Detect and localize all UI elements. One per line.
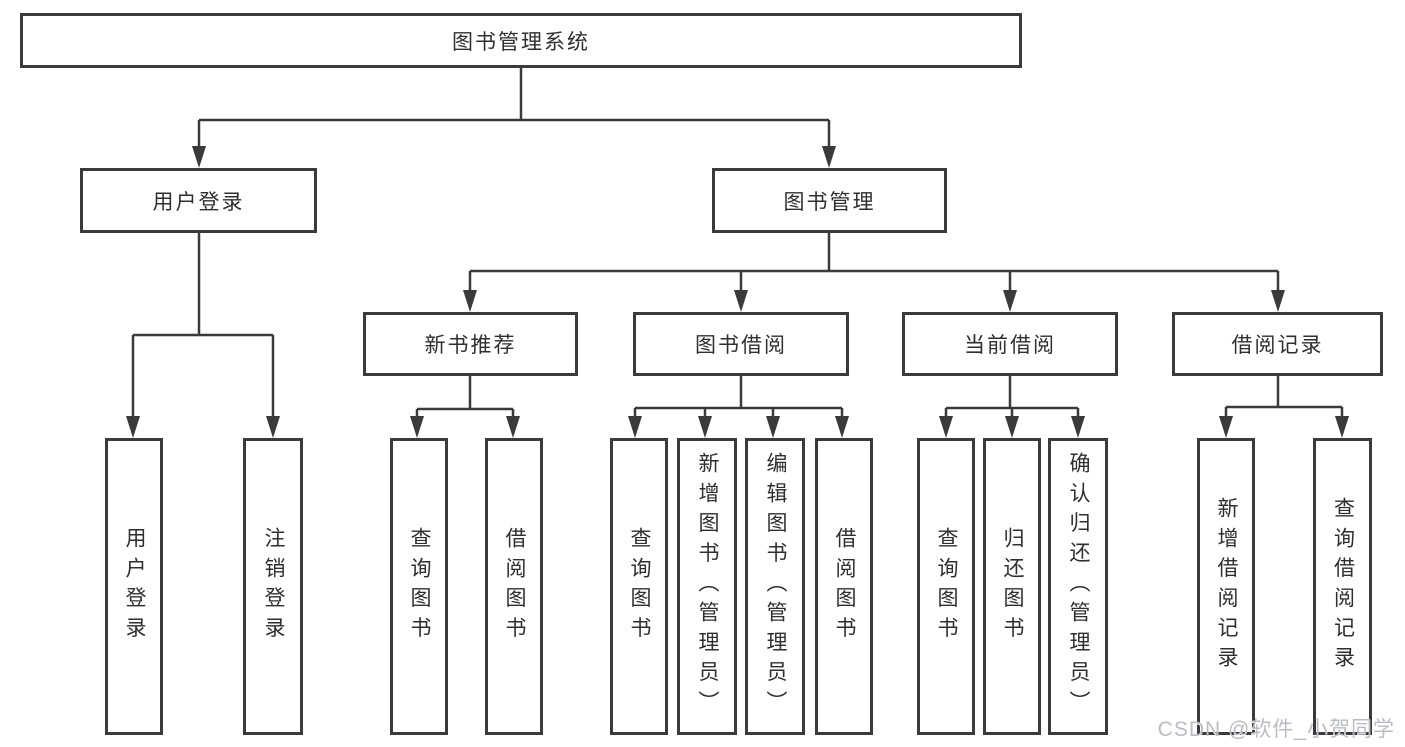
leaf-query-books-recommend: 查询图书 xyxy=(390,438,448,735)
arrowhead xyxy=(266,416,280,438)
node-library-management-system: 图书管理系统 xyxy=(20,13,1022,68)
node-book-management: 图书管理 xyxy=(712,168,947,233)
leaf-edit-books-admin: 编辑图书（管理员） xyxy=(745,438,805,735)
arrowhead xyxy=(506,416,520,438)
leaf-return-books: 归还图书 xyxy=(983,438,1041,735)
leaf-user-login: 用户登录 xyxy=(105,438,163,735)
leaf-borrow-books: 借阅图书 xyxy=(815,438,873,735)
arrowhead xyxy=(1005,416,1019,438)
arrowhead xyxy=(192,146,206,168)
connector-new-book-recommend xyxy=(415,376,515,418)
arrowhead xyxy=(1071,416,1085,438)
connector-user-login xyxy=(131,233,275,418)
arrowhead xyxy=(734,290,748,312)
node-current-borrow: 当前借阅 xyxy=(902,312,1118,376)
arrowhead xyxy=(766,416,780,438)
arrowhead xyxy=(822,146,836,168)
node-borrow-records: 借阅记录 xyxy=(1172,312,1383,376)
leaf-query-borrow-record: 查询借阅记录 xyxy=(1313,438,1372,735)
arrowhead xyxy=(1271,290,1285,312)
leaf-query-books-current: 查询图书 xyxy=(917,438,975,735)
leaf-borrow-books-recommend: 借阅图书 xyxy=(485,438,543,735)
connector-book-management xyxy=(468,233,1280,292)
arrowhead xyxy=(410,416,424,438)
arrowhead xyxy=(1003,290,1017,312)
node-book-borrow: 图书借阅 xyxy=(633,312,849,376)
arrowhead xyxy=(698,416,712,438)
arrowhead xyxy=(1219,416,1233,438)
leaf-confirm-return-admin: 确认归还（管理员） xyxy=(1048,438,1108,735)
connector-root xyxy=(197,68,831,148)
arrowhead xyxy=(628,416,642,438)
arrowhead xyxy=(835,416,849,438)
arrowhead xyxy=(1335,416,1349,438)
connector-current-borrow xyxy=(944,376,1080,418)
connector-borrow-records xyxy=(1224,376,1344,418)
connector-book-borrow xyxy=(633,376,844,418)
leaf-add-books-admin: 新增图书（管理员） xyxy=(677,438,737,735)
leaf-query-books-borrow: 查询图书 xyxy=(610,438,668,735)
leaf-logout-login: 注销登录 xyxy=(243,438,303,735)
node-new-book-recommend: 新书推荐 xyxy=(363,312,578,376)
arrowhead xyxy=(463,290,477,312)
csdn-watermark: CSDN @软件_小贺同学 xyxy=(1157,718,1395,741)
arrowhead xyxy=(939,416,953,438)
arrowhead xyxy=(126,416,140,438)
leaf-add-borrow-record: 新增借阅记录 xyxy=(1197,438,1255,735)
node-user-login: 用户登录 xyxy=(80,168,317,233)
